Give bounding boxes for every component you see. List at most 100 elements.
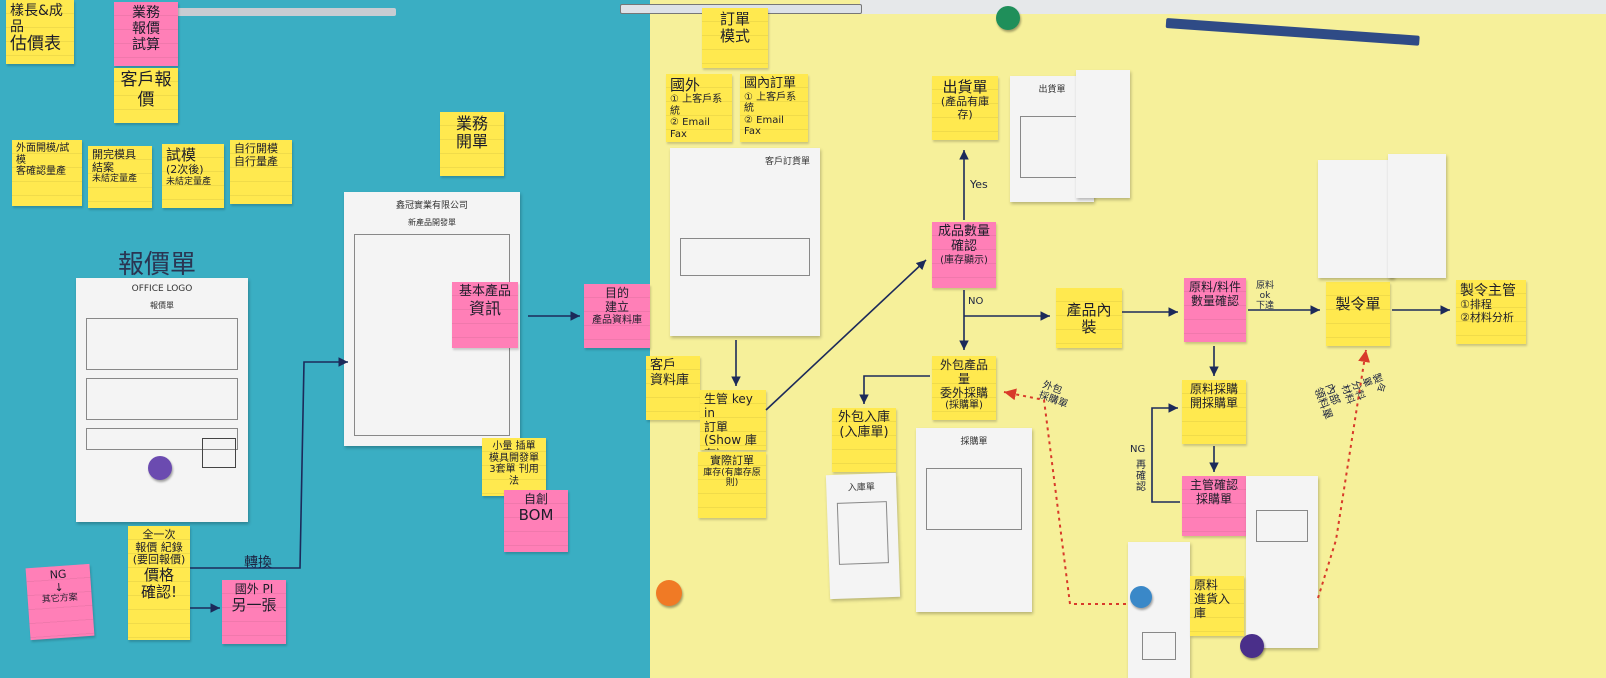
note-line: 開完模具 xyxy=(92,148,136,161)
magnet-purple xyxy=(148,456,172,480)
purchase-doc-title: 採購單 xyxy=(960,437,988,447)
note-line: 成品數量 xyxy=(937,224,990,239)
spec-doc-title: 新產品開發單 xyxy=(408,218,456,227)
ng-label: NG xyxy=(1130,444,1146,455)
note-line: 試算 xyxy=(132,37,160,54)
note-line: 產品內裝 xyxy=(1066,301,1112,337)
note-customer-quote: 客戶報 價 xyxy=(114,68,178,123)
note-line: 自創 xyxy=(523,492,548,506)
material-ok-label: 原料 ok 下達 xyxy=(1256,281,1275,312)
note-line: ② Email xyxy=(744,114,784,126)
note-line: 國外 PI xyxy=(234,582,274,596)
quote-doc-table xyxy=(86,428,238,450)
customer-order-table xyxy=(680,238,810,276)
note-line: 訂單 (Show 庫存) xyxy=(704,419,757,450)
note-line: ① 上客戶系統 xyxy=(744,91,797,115)
note-outsource-buy: 外包產品量 委外採購 (採購單) xyxy=(932,356,996,420)
label-line: 認 xyxy=(1136,482,1146,493)
note-line: 主管確認 xyxy=(1189,478,1238,492)
note-mold-cost: 開完模具 結案 未結定量產 xyxy=(88,146,152,208)
note-inquiry: 全一次 報價 紀錄 (要回報價) 價格 確認! xyxy=(128,526,190,640)
customer-order-title: 客戶訂貨單 xyxy=(764,157,810,167)
note-trial-mold: 試模 (2次後) 未結定量產 xyxy=(162,144,224,208)
note-line: 自行開模 xyxy=(234,142,278,155)
note-line: 原料 xyxy=(1194,578,1219,592)
note-line: 進貨入庫 xyxy=(1194,591,1231,620)
note-product-db: 目的 建立 產品資料庫 xyxy=(584,284,650,348)
note-line: ② Email xyxy=(670,117,710,129)
note-customer-db: 客戶 資料庫 xyxy=(646,356,700,420)
note-pi: 國外 PI 另一張 xyxy=(222,580,286,644)
note-small-batch: 小量 插單 模具開發單 3套單 刊用法 xyxy=(482,438,546,496)
magnet-blue xyxy=(1130,586,1152,608)
arrow-supervisor-back xyxy=(1151,403,1180,503)
purchase-doc-table xyxy=(926,468,1022,530)
note-line: 確認 xyxy=(950,238,977,254)
label-line: 確 xyxy=(1136,471,1146,482)
no-label: NO xyxy=(968,296,984,307)
magnet-orange xyxy=(656,580,682,606)
note-line: 生管 key in xyxy=(704,392,753,420)
note-line: 實際訂單 xyxy=(710,454,754,467)
note-delivery: 出貨單 (產品有庫存) xyxy=(932,76,998,140)
spec-doc-company: 鑫冠實業有限公司 xyxy=(395,201,468,211)
recheck-label: 再 確 認 xyxy=(1136,460,1146,493)
note-line: 庫存(有庫存原則) xyxy=(703,467,761,488)
receipt-document xyxy=(1128,542,1190,678)
magnet-violet xyxy=(1240,634,1264,658)
note-line: 數量確認 xyxy=(1190,293,1239,308)
note-line: 報價 紀錄 xyxy=(135,540,183,554)
note-line: 製令主管 xyxy=(1460,283,1516,299)
quote-doc-table xyxy=(86,318,238,370)
note-material-check: 原料/料件 數量確認 xyxy=(1184,278,1246,342)
label-line: 再 xyxy=(1136,460,1146,471)
note-supervisor: 主管確認 採購單 xyxy=(1182,476,1246,536)
dotted-outsource-return xyxy=(1003,388,1126,605)
note-line: 外面開模/試模 xyxy=(16,143,70,166)
note-line: 訂單 xyxy=(719,10,750,28)
note-line: 資料庫 xyxy=(650,372,690,388)
quote-doc-title: 報價單 xyxy=(150,301,174,310)
note-line: 模式 xyxy=(719,27,750,46)
magnet-green xyxy=(996,6,1020,30)
transfer-label: 轉換 xyxy=(244,555,272,571)
note-line: (要回報價) xyxy=(132,553,186,567)
note-line: 國外 xyxy=(670,76,701,94)
note-line: 另一張 xyxy=(231,595,277,614)
note-line: 全一次 xyxy=(142,528,176,541)
note-product-content: 產品內裝 xyxy=(1056,288,1122,348)
label-line: 原料 xyxy=(1256,281,1275,291)
note-line: 未結定量產 xyxy=(166,176,212,187)
note-line: 小量 插單 xyxy=(492,441,536,452)
note-line: 試模 xyxy=(166,146,197,164)
note-line: 報價 xyxy=(132,21,160,38)
note-line: (入庫單) xyxy=(839,424,889,440)
yes-label: Yes xyxy=(970,178,988,191)
quote-doc-table xyxy=(86,378,238,420)
note-sales-quote: 業務 報價 試算 xyxy=(114,2,178,66)
note-line: 基本產品 xyxy=(458,284,511,299)
note-line: 模具開發單 xyxy=(489,452,539,464)
note-work-order: 製令單 xyxy=(1326,282,1390,346)
note-line: 開採購單 xyxy=(1189,395,1238,410)
note-qty-check: 成品數量 確認 (庫存顯示) xyxy=(932,222,996,288)
note-outsource-in: 外包入庫 (入庫單) xyxy=(832,408,896,472)
arrow-inquiry-to-spec xyxy=(190,357,348,569)
note-line: 業務 xyxy=(455,114,488,133)
note-quote-sheet: 樣長&成品 估價表 xyxy=(6,0,74,64)
quote-title: 報價單 xyxy=(118,250,197,280)
purchase-document: 採購單 xyxy=(916,428,1032,612)
note-own-mold: 自行開模 自行量產 xyxy=(230,140,292,204)
note-line: 價 xyxy=(137,89,155,110)
note-line: 客確認量產 xyxy=(16,166,66,177)
note-line: 建立 xyxy=(604,299,629,314)
customer-order-document: 客戶訂貨單 xyxy=(670,148,820,336)
seal-stamp xyxy=(202,438,236,468)
note-line: 外包產品量 xyxy=(939,358,988,386)
label-line: 下達 xyxy=(1256,300,1275,311)
note-line: 確認! xyxy=(140,583,177,602)
note-line: 客戶報 xyxy=(120,70,172,90)
note-line: ②材料分析 xyxy=(1460,310,1514,324)
note-line: ① 上客戶系統 xyxy=(670,94,723,117)
note-basic-info: 基本產品 資訊 xyxy=(452,282,518,348)
